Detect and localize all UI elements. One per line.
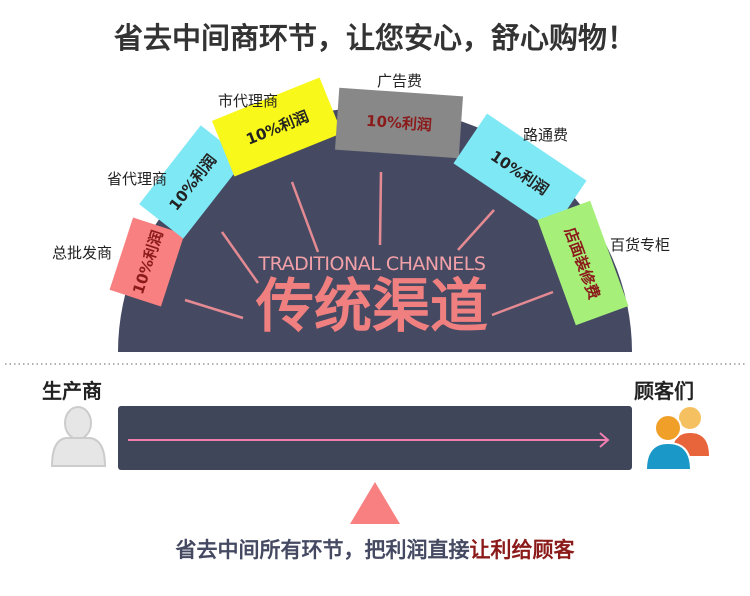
caption-highlight: 让利给顾客 — [470, 538, 576, 562]
segment-label: 广告费 — [377, 72, 422, 90]
triangle-pointer — [350, 482, 400, 524]
radial-line — [184, 298, 244, 320]
segment-label: 省代理商 — [107, 170, 167, 188]
segment-box-ads: 10%利润 — [334, 87, 464, 159]
segment-box-wholesaler: 10%利润 — [109, 217, 185, 307]
segment-label: 百货专柜 — [610, 236, 670, 254]
radial-line — [491, 290, 554, 317]
segment-box-store: 店面装修费 — [537, 200, 629, 326]
producer-icon — [50, 406, 107, 467]
segment-box-text: 10%利润 — [365, 112, 432, 135]
radial-line — [290, 181, 320, 253]
customers-label: 顾客们 — [634, 379, 694, 403]
channel-subtitle: TRADITIONAL CHANNELS — [258, 253, 486, 275]
bottom-caption: 省去中间所有环节，把利润直接让利给顾客 — [175, 538, 576, 562]
producer-label: 生产商 — [42, 379, 102, 403]
direct-channel-bar — [118, 406, 632, 470]
caption-main: 省去中间所有环节，把利润直接 — [175, 538, 470, 562]
segment-box-city: 10%利润 — [211, 77, 343, 177]
radial-lines — [184, 171, 554, 320]
segment-box-logistics: 10%利润 — [453, 113, 587, 231]
radial-line — [220, 231, 260, 284]
arrow-icon — [128, 432, 610, 448]
segment-label: 市代理商 — [218, 92, 278, 110]
page-title: 省去中间商环节，让您安心，舒心购物！ — [114, 21, 636, 55]
customers-icon — [644, 405, 709, 471]
channel-title: 传统渠道 — [255, 272, 488, 340]
radial-line — [457, 209, 495, 251]
radial-line — [378, 171, 383, 246]
segment-label: 路通费 — [523, 126, 568, 144]
segment-label: 总批发商 — [52, 244, 112, 262]
